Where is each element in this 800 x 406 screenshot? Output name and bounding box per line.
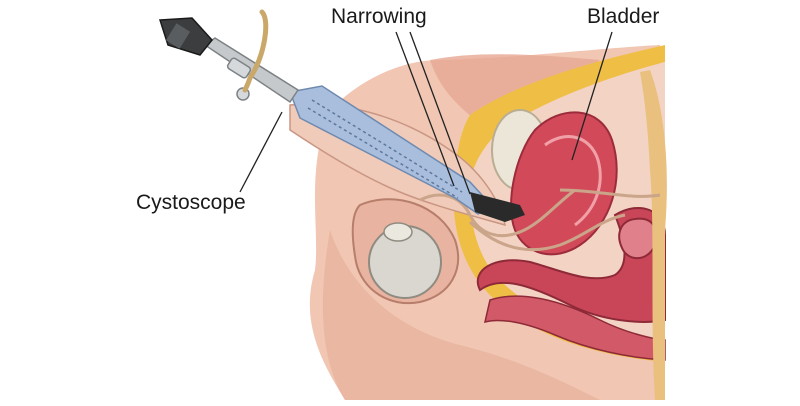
cystoscope-eyepiece-ring	[165, 23, 191, 49]
bladder-leader	[571, 31, 613, 161]
narrowing-leader-1	[409, 31, 471, 195]
urethra-tube-3	[559, 188, 661, 198]
epididymis	[383, 222, 413, 242]
cystoscope-rod-detail-2	[307, 107, 459, 199]
rectum-inner	[618, 217, 658, 260]
cystoscope-tip	[470, 192, 525, 222]
cystoscope-leader	[239, 111, 283, 193]
light-cable	[242, 9, 269, 93]
cystoscope-label: Cystoscope	[136, 191, 246, 214]
cystoscope-collar	[226, 57, 252, 79]
thigh	[322, 230, 600, 400]
bladder-label: Bladder	[587, 5, 660, 28]
urethra-tube-2	[468, 213, 626, 252]
narrowing-label: Narrowing	[331, 5, 427, 28]
narrowing-leader-2	[395, 31, 455, 187]
bladder-wall-detail	[544, 135, 602, 227]
cystoscope-shaft	[203, 37, 300, 104]
sacrum	[640, 70, 667, 400]
urethra-tube-1	[419, 188, 576, 238]
cystoscope-rod-detail	[311, 99, 463, 193]
